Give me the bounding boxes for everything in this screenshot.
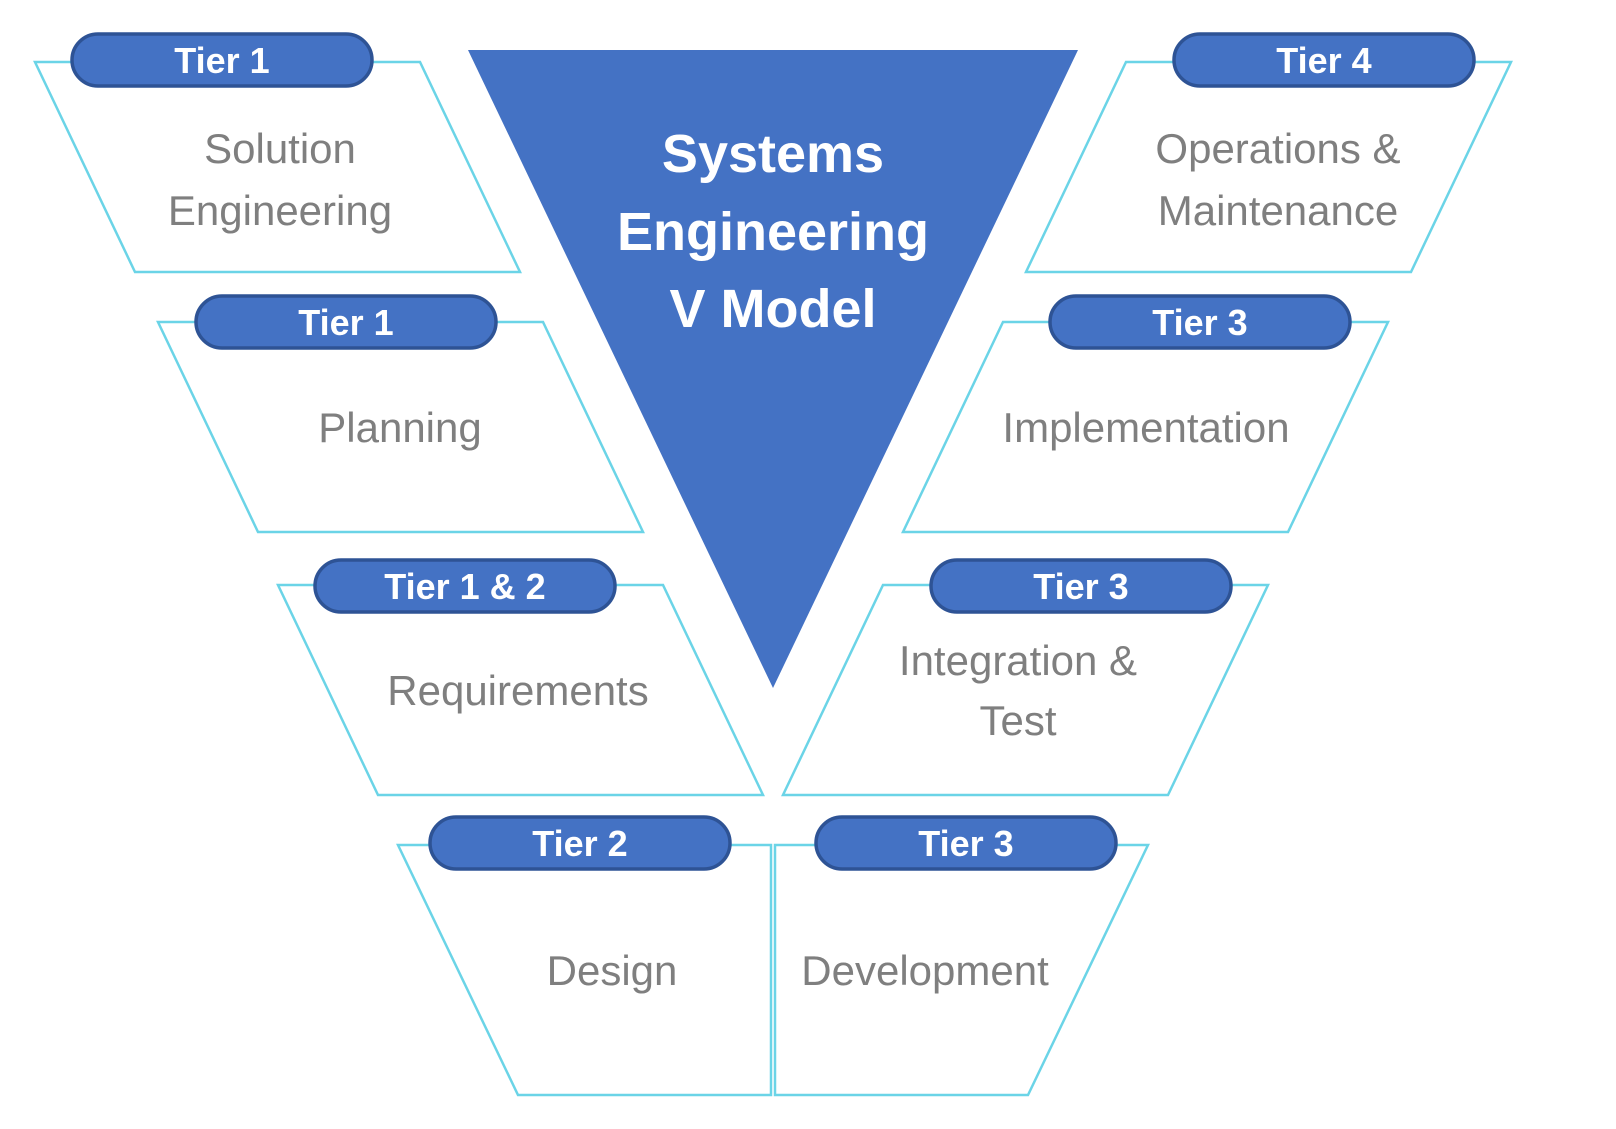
tier-badge-label: Tier 3 (1152, 302, 1247, 343)
diagram-title-line: Engineering (617, 202, 929, 262)
stage-integration-test: Tier 3 Integration & Test (781, 558, 1270, 797)
diagram-title-line: V Model (669, 279, 876, 339)
stage-label-line: Engineering (168, 187, 392, 234)
stage-label-line: Design (547, 947, 678, 994)
stage-label-line: Planning (318, 404, 481, 451)
stage-planning: Tier 1 Planning (156, 294, 645, 534)
center-title-group: Systems Engineering V Model (468, 50, 1078, 688)
tier-badge-label: Tier 4 (1276, 40, 1371, 81)
tier-badge-label: Tier 1 (174, 40, 269, 81)
tier-badge-label: Tier 2 (532, 823, 627, 864)
tier-badge (428, 815, 732, 871)
tier-badge (929, 558, 1233, 614)
stage-design: Tier 2 Design (396, 815, 773, 1097)
stage-label-line: Development (801, 947, 1049, 994)
stage-label-line: Integration & (899, 637, 1137, 684)
stage-label-line: Requirements (387, 667, 648, 714)
tier-badge (1048, 294, 1352, 350)
stage-label-line: Implementation (1002, 404, 1289, 451)
stage-requirements: Tier 1 & 2 Requirements (276, 558, 765, 797)
stage-solution-engineering: Tier 1 Solution Engineering (33, 32, 522, 274)
stage-development: Tier 3 Development (773, 815, 1150, 1097)
tier-badge (194, 294, 498, 350)
stage-operations-maintenance: Tier 4 Operations & Maintenance (1024, 32, 1513, 274)
tier-badge-label: Tier 1 (298, 302, 393, 343)
tier-badge-label: Tier 3 (918, 823, 1013, 864)
tier-badge (313, 558, 617, 614)
stage-shape (781, 583, 1270, 797)
stage-implementation: Tier 3 Implementation (901, 294, 1390, 534)
tier-badge-label: Tier 1 & 2 (384, 566, 545, 607)
v-triangle-shape (468, 50, 1078, 688)
tier-badge-label: Tier 3 (1033, 566, 1128, 607)
stage-label-line: Solution (204, 125, 356, 172)
stage-label-line: Test (979, 697, 1056, 744)
diagram-title-line: Systems (662, 124, 884, 184)
stage-label-line: Operations & (1155, 125, 1400, 172)
stage-label-line: Maintenance (1158, 187, 1399, 234)
tier-badge (814, 815, 1118, 871)
tier-badge (70, 32, 374, 88)
tier-badge (1172, 32, 1476, 88)
